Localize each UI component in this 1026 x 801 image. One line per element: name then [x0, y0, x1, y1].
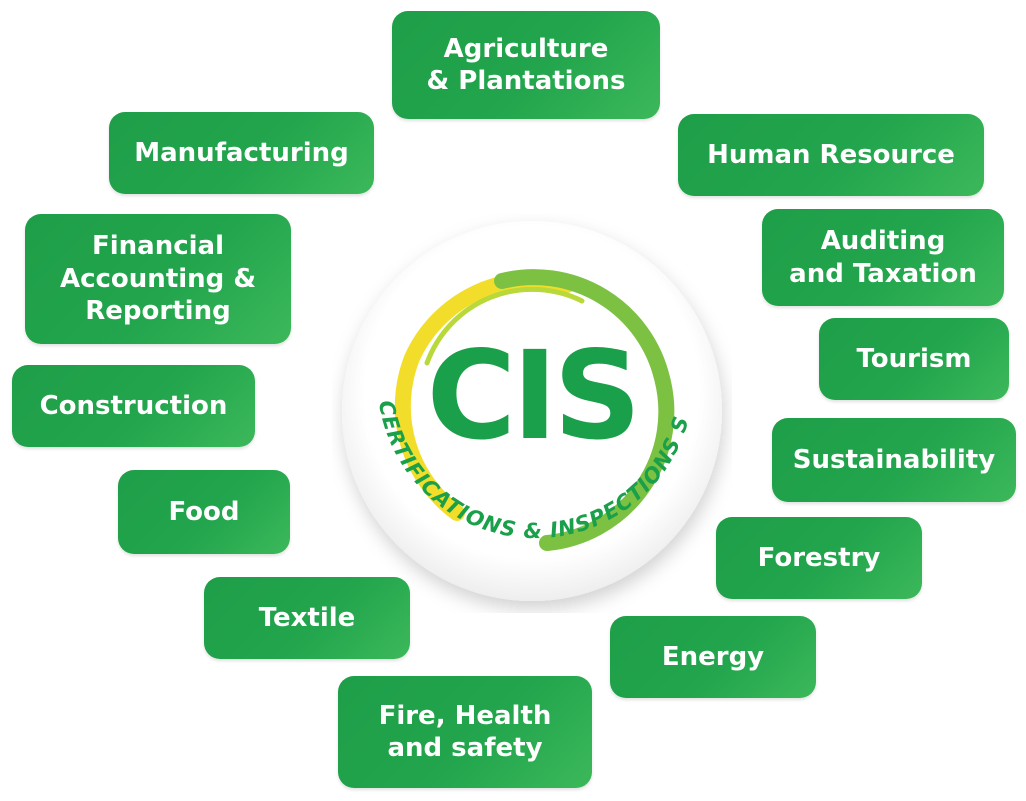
sector-label: Financial Accounting & Reporting [59, 231, 256, 327]
sector-tile-human-resource: Human Resource [678, 114, 984, 196]
sector-tile-energy: Energy [610, 616, 816, 698]
ring-arc-green [494, 269, 675, 551]
cis-logo: CIS CERTIFICATIONS & INSPECTIONS SERVICE [332, 213, 732, 613]
sector-tile-textile: Textile [204, 577, 410, 659]
sector-tile-financial: Financial Accounting & Reporting [25, 214, 291, 344]
sector-label: Sustainability [792, 444, 996, 475]
sector-tile-manufacturing: Manufacturing [109, 112, 374, 194]
sector-label: Food [168, 496, 240, 527]
cis-logo-graphic: CIS CERTIFICATIONS & INSPECTIONS SERVICE [332, 213, 722, 601]
ring-swoosh [424, 286, 585, 366]
sector-label: Textile [258, 602, 356, 633]
sector-label: Manufacturing [134, 137, 349, 168]
sector-tile-agriculture: Agriculture & Plantations [392, 11, 660, 119]
sector-label: Construction [39, 390, 228, 421]
sector-tile-construction: Construction [12, 365, 255, 447]
sector-label: Fire, Health and safety [378, 700, 552, 764]
sector-tile-forestry: Forestry [716, 517, 922, 599]
logo-mark-text: CIS [427, 325, 638, 467]
sector-tile-food: Food [118, 470, 290, 554]
sector-label: Forestry [757, 542, 881, 573]
sector-label: Auditing and Taxation [789, 226, 977, 289]
sector-tile-sustainability: Sustainability [772, 418, 1016, 502]
sector-label: Energy [661, 641, 765, 672]
sector-tile-auditing: Auditing and Taxation [762, 209, 1004, 306]
sector-tile-tourism: Tourism [819, 318, 1009, 400]
sector-tile-fire-health-safety: Fire, Health and safety [338, 676, 592, 788]
sector-label: Human Resource [707, 139, 955, 170]
sector-label: Agriculture & Plantations [426, 33, 626, 97]
sector-label: Tourism [856, 343, 972, 374]
